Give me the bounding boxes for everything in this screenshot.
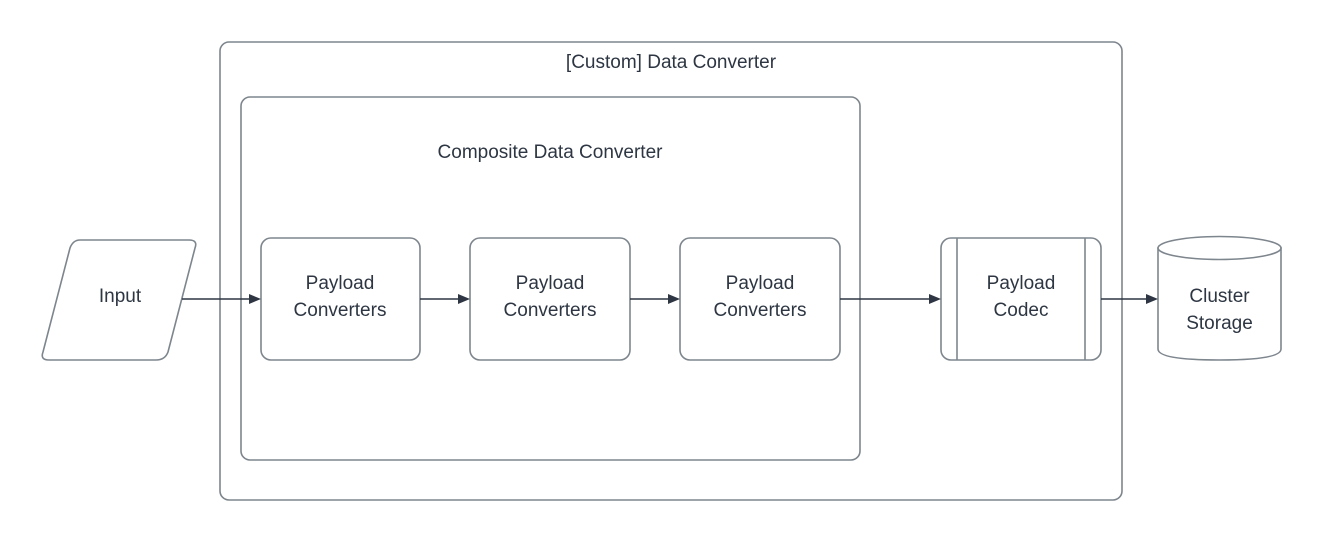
node-payload-converters-1[interactable] [260, 237, 421, 361]
edge-payload-converters-2-to-3-arrowhead [668, 294, 680, 304]
node-payload-converters-2-label-line2: Converters [504, 300, 597, 321]
node-payload-codec-label-line1: Payload [987, 273, 1056, 294]
edge-payload-converters-3-to-payload-codec-arrowhead [929, 294, 941, 304]
node-payload-converters-1-label-line1: Payload [306, 273, 375, 294]
node-payload-converters-2-label-line1: Payload [516, 273, 585, 294]
node-payload-converters-3[interactable] [679, 237, 841, 361]
node-cluster-storage-label-line1: Cluster [1189, 286, 1250, 307]
node-cluster-storage-top[interactable] [1157, 235, 1282, 261]
node-payload-converters-3-label-line2: Converters [714, 300, 807, 321]
container-custom-data-converter[interactable] [219, 41, 1123, 501]
container-title-custom-data-converter: [Custom] Data Converter [566, 52, 777, 73]
container-composite-data-converter[interactable] [240, 96, 861, 461]
node-payload-converters-2[interactable] [469, 237, 631, 361]
node-input[interactable] [41, 239, 197, 361]
node-cluster-storage-body[interactable] [1157, 247, 1282, 361]
node-payload-converters-3-label-line1: Payload [726, 273, 795, 294]
node-payload-codec[interactable] [940, 237, 1102, 361]
node-input-label: Input [99, 286, 142, 307]
edge-payload-codec-to-cluster-storage-arrowhead [1146, 294, 1158, 304]
node-cluster-storage-label-line2: Storage [1186, 313, 1253, 334]
node-payload-converters-1-label-line2: Converters [294, 300, 387, 321]
edge-input-to-payload-converters-1-arrowhead [249, 294, 261, 304]
edge-payload-converters-1-to-2-arrowhead [458, 294, 470, 304]
node-payload-codec-label-line2: Codec [994, 300, 1049, 321]
container-title-composite-data-converter: Composite Data Converter [438, 142, 664, 163]
